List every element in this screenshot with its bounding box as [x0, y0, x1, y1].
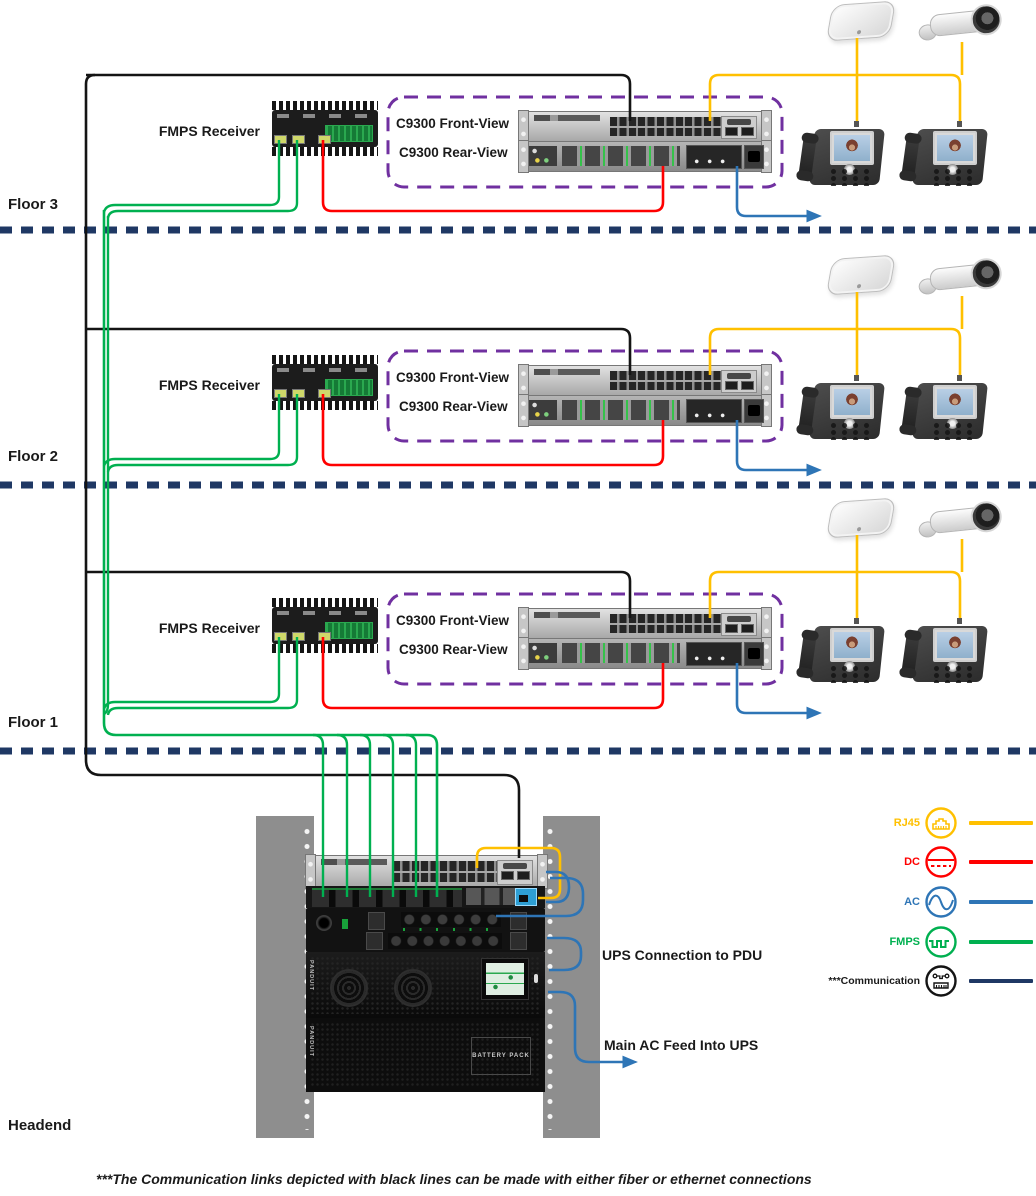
main-ac-label: Main AC Feed Into UPS: [604, 1037, 759, 1053]
ups-power-button: [534, 974, 538, 983]
c9300-rear-label: C9300 Rear-View: [399, 642, 508, 657]
video-call-screen: [937, 135, 973, 161]
ip-phone: [901, 618, 988, 687]
empty-slots: [466, 888, 522, 905]
legend-item-rj45: RJ45: [818, 806, 1033, 840]
footnote: ***The Communication links depicted with…: [96, 1171, 812, 1187]
headend-label: Headend: [8, 1117, 72, 1134]
ip-phone: [798, 618, 885, 687]
uplink-module: [721, 116, 757, 139]
c9300-front-label: C9300 Front-View: [396, 613, 510, 628]
fmps-transmitter-modules: [312, 888, 462, 907]
access-point: [825, 497, 897, 539]
receiver-pcb: [325, 125, 373, 142]
c9300-rear-label: C9300 Rear-View: [399, 399, 508, 414]
battery-pack: PANDUIT BATTERY PACK: [306, 1018, 545, 1092]
fmps-receiver-device: [272, 598, 378, 654]
legend-item-communication: ***Communication: [818, 964, 1033, 998]
rack-rail-right: [543, 816, 600, 1138]
c9300-front-view: [518, 110, 772, 143]
ac-icon: [925, 886, 957, 918]
legend-item-fmps: FMPS: [818, 925, 1033, 959]
c9300-front-view: [518, 364, 772, 397]
pdu-outlets-row1: [401, 912, 501, 927]
floor-2-section: FMPS Receiver C9300 Front-View C9300 Rea…: [0, 254, 1036, 508]
c9300-rear-view: [518, 140, 772, 173]
pdu: [306, 908, 545, 952]
receiver-body: [272, 110, 378, 147]
floor-3-label: Floor 3: [8, 196, 59, 213]
floor-2-label: Floor 2: [8, 448, 59, 465]
c9300-front-label: C9300 Front-View: [396, 116, 510, 131]
ups-fan: [394, 969, 432, 1007]
ups-fan: [330, 969, 368, 1007]
fmps-receiver-label: FMPS Receiver: [158, 123, 260, 139]
c9300-rear-view: [518, 394, 772, 427]
c9300-front-view: [518, 607, 772, 640]
fmps-port: [274, 135, 287, 144]
heatsink-fins-top: [272, 101, 378, 110]
phone-keypad: [828, 168, 872, 186]
video-call-screen: [834, 135, 870, 161]
panduit-brand: PANDUIT: [308, 960, 314, 992]
floor-1-section: FMPS Receiver C9300 Front-View C9300 Rea…: [0, 497, 1036, 751]
ups: PANDUIT: [306, 952, 545, 1018]
battery-pack-label: BATTERY PACK: [471, 1037, 531, 1075]
ip-phone: [798, 121, 885, 190]
fmps-receiver-label: FMPS Receiver: [158, 620, 260, 636]
ip-phone: [901, 121, 988, 190]
gateway-module: [515, 888, 537, 906]
security-camera: [916, 2, 1004, 47]
ac-psu: [744, 145, 764, 169]
c9300-front-label: C9300 Front-View: [396, 370, 510, 385]
c9300-rear-view: [518, 637, 772, 670]
heatsink-fins-bottom: [272, 147, 378, 156]
fmps-receiver-device: [272, 355, 378, 411]
ups-to-pdu-label: UPS Connection to PDU: [602, 947, 763, 963]
phone-keypad: [931, 168, 975, 186]
ip-phone: [798, 375, 885, 444]
ip-phone: [901, 375, 988, 444]
fmps-icon: [925, 926, 957, 958]
legend-item-ac: AC: [818, 885, 1033, 919]
fmps-receiver-device: [272, 101, 378, 157]
dc-icon: [925, 846, 957, 878]
dc-out-port: [318, 135, 331, 144]
c9300-rear-label: C9300 Rear-View: [399, 145, 508, 160]
pdu-outlets-row2: [388, 933, 502, 949]
fmps-receiver-label: FMPS Receiver: [158, 377, 260, 393]
headend-c9300-switch: [305, 854, 548, 889]
security-camera: [916, 499, 1004, 544]
floor-1-label: Floor 1: [8, 714, 59, 731]
floor-3-section: FMPS Receiver C9300 Front-View C9300 Rea…: [0, 0, 1036, 254]
switch-ports: [610, 117, 722, 136]
access-point: [825, 0, 897, 42]
legend-item-dc: DC: [818, 845, 1033, 879]
breaker-knob: [316, 915, 332, 931]
rj45-icon: [925, 807, 957, 839]
ups-display: [481, 958, 529, 1000]
communication-icon: [925, 965, 957, 997]
fmps-transmitter-chassis: [306, 886, 545, 908]
fmps-port: [292, 135, 305, 144]
security-camera: [916, 256, 1004, 301]
access-point: [825, 254, 897, 296]
dc-psu: [686, 145, 742, 169]
